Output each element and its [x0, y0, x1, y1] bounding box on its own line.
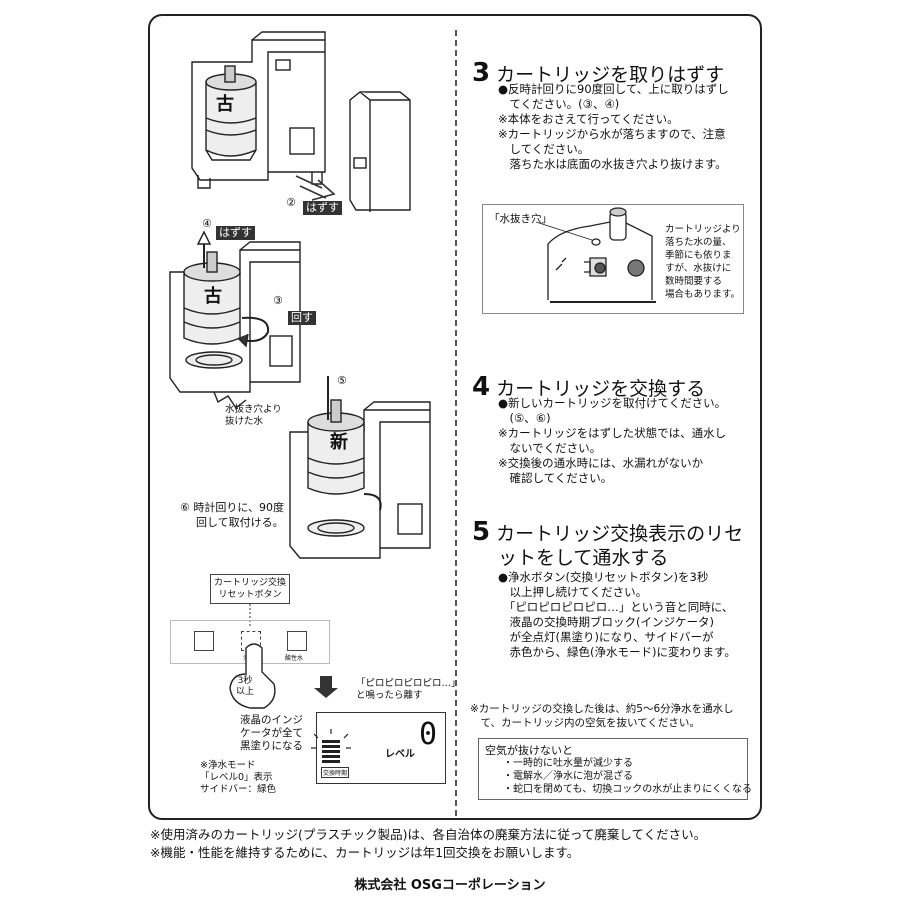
- step4-number: 4: [472, 372, 491, 402]
- press-duration-label: 3秒 以上: [236, 676, 255, 697]
- step3-number: 3: [472, 58, 491, 88]
- step5-label: ⑤: [337, 374, 347, 387]
- step4-label: ④: [202, 217, 212, 230]
- lcd-indicator-caption: 液晶のインジ ケータが全て 黒塗りになる: [240, 714, 303, 752]
- purified-water-reset-button[interactable]: [241, 631, 261, 651]
- step5-title-line1: カートリッジ交換表示のリセ: [496, 523, 744, 545]
- annual-replacement-note: ※機能・性能を維持するために、カートリッジは年1回交換をお願いします。: [150, 845, 580, 860]
- disposal-notes: ※使用済みのカートリッジ(プラスチック製品)は、各自治体の廃棄方法に従って廃棄し…: [150, 826, 706, 862]
- list-item: ・蛇口を閉めても、切換コックの水が止まりにくくなる: [503, 784, 752, 795]
- panel-label-purified: 浄水: [243, 655, 256, 662]
- acidic-water-button[interactable]: [287, 631, 307, 651]
- air-warning-list: ・一時的に吐水量が減少する ・電解水／浄水に泡が混ざる ・蛇口を閉めても、切換コ…: [503, 757, 752, 796]
- purify-mode-caption: ※浄水モード 「レベル0」表示 サイドバー：緑色: [200, 760, 277, 795]
- new-cartridge-mark: 新: [330, 432, 348, 453]
- lcd-level-value: 0: [419, 717, 438, 752]
- disposal-note-line: ※使用済みのカートリッジ(プラスチック製品)は、各自治体の廃棄方法に従って廃棄し…: [150, 827, 707, 842]
- step6-caption: ⑥ 時計回りに、90度 回して取付ける。: [180, 501, 285, 529]
- reset-button-callout: カートリッジ交換 リセットボタン: [210, 574, 290, 604]
- sound-caption: 「ピロピロピロピロ…」 と鳴ったら離す: [356, 678, 461, 701]
- drain-caption: 水抜き穴より 抜けた水: [225, 404, 282, 427]
- lcd-level-label: レベル: [385, 749, 415, 760]
- drain-hole-note: カートリッジより 落ちた水の量、 季節にも依りま すが、水抜けに 数時間要する …: [665, 224, 741, 300]
- step5-instructions: ●浄水ボタン(交換リセットボタン)を3秒 以上押し続けてください。 「ピロピロピ…: [498, 570, 736, 659]
- old-cartridge-mark: 古: [216, 94, 234, 115]
- control-panel: 浄水 酸性水: [170, 620, 330, 664]
- column-divider: [455, 30, 457, 816]
- list-item: ・一時的に吐水量が減少する: [503, 758, 633, 769]
- step5-title-line2: ットをして通水する: [498, 547, 669, 569]
- turn-cartridge-tag: 回す: [288, 311, 316, 325]
- air-warning-title: 空気が抜けないと: [485, 744, 573, 757]
- step4-title: カートリッジを交換する: [496, 378, 706, 400]
- step5-number: 5: [472, 517, 491, 547]
- panel-label-acidic: 酸性水: [285, 655, 304, 662]
- air-warning-box: 空気が抜けないと ・一時的に吐水量が減少する ・電解水／浄水に泡が混ざる ・蛇口…: [478, 738, 752, 800]
- after-replacement-note: ※カートリッジの交換した後は、約5～6分浄水を通水し て、カートリッジ内の空気を…: [470, 703, 734, 729]
- step3-title: カートリッジを取りはずす: [496, 64, 725, 86]
- step3-instructions: ●反時計回りに90度回して、上に取りはずし てください。(③、④) ※本体をおさ…: [498, 82, 729, 171]
- drain-hole-inset: 「水抜き穴」 カートリッジより 落ちた水の量、 季節にも依りま すが、水抜けに …: [482, 204, 744, 314]
- company-name: 株式会社 OSGコーポレーション: [354, 878, 546, 893]
- drain-hole-label: 「水抜き穴」: [489, 213, 552, 225]
- list-item: ・電解水／浄水に泡が混ざる: [503, 771, 633, 782]
- page-frame: [148, 14, 762, 820]
- step3-label: ③: [273, 294, 283, 307]
- panel-button-left[interactable]: [194, 631, 214, 651]
- step4-instructions: ●新しいカートリッジを取付けてください。 (⑤、⑥) ※カートリッジをはずした状…: [498, 396, 727, 485]
- step2-label: ②: [286, 196, 296, 209]
- old-cartridge-mark-2: 古: [204, 286, 222, 307]
- lift-cartridge-tag: はずす: [216, 226, 255, 240]
- remove-cover-tag: はずす: [303, 201, 342, 215]
- lcd-display: レベル 0 交換時期: [316, 712, 446, 784]
- lcd-block-label: 交換時期: [321, 767, 350, 778]
